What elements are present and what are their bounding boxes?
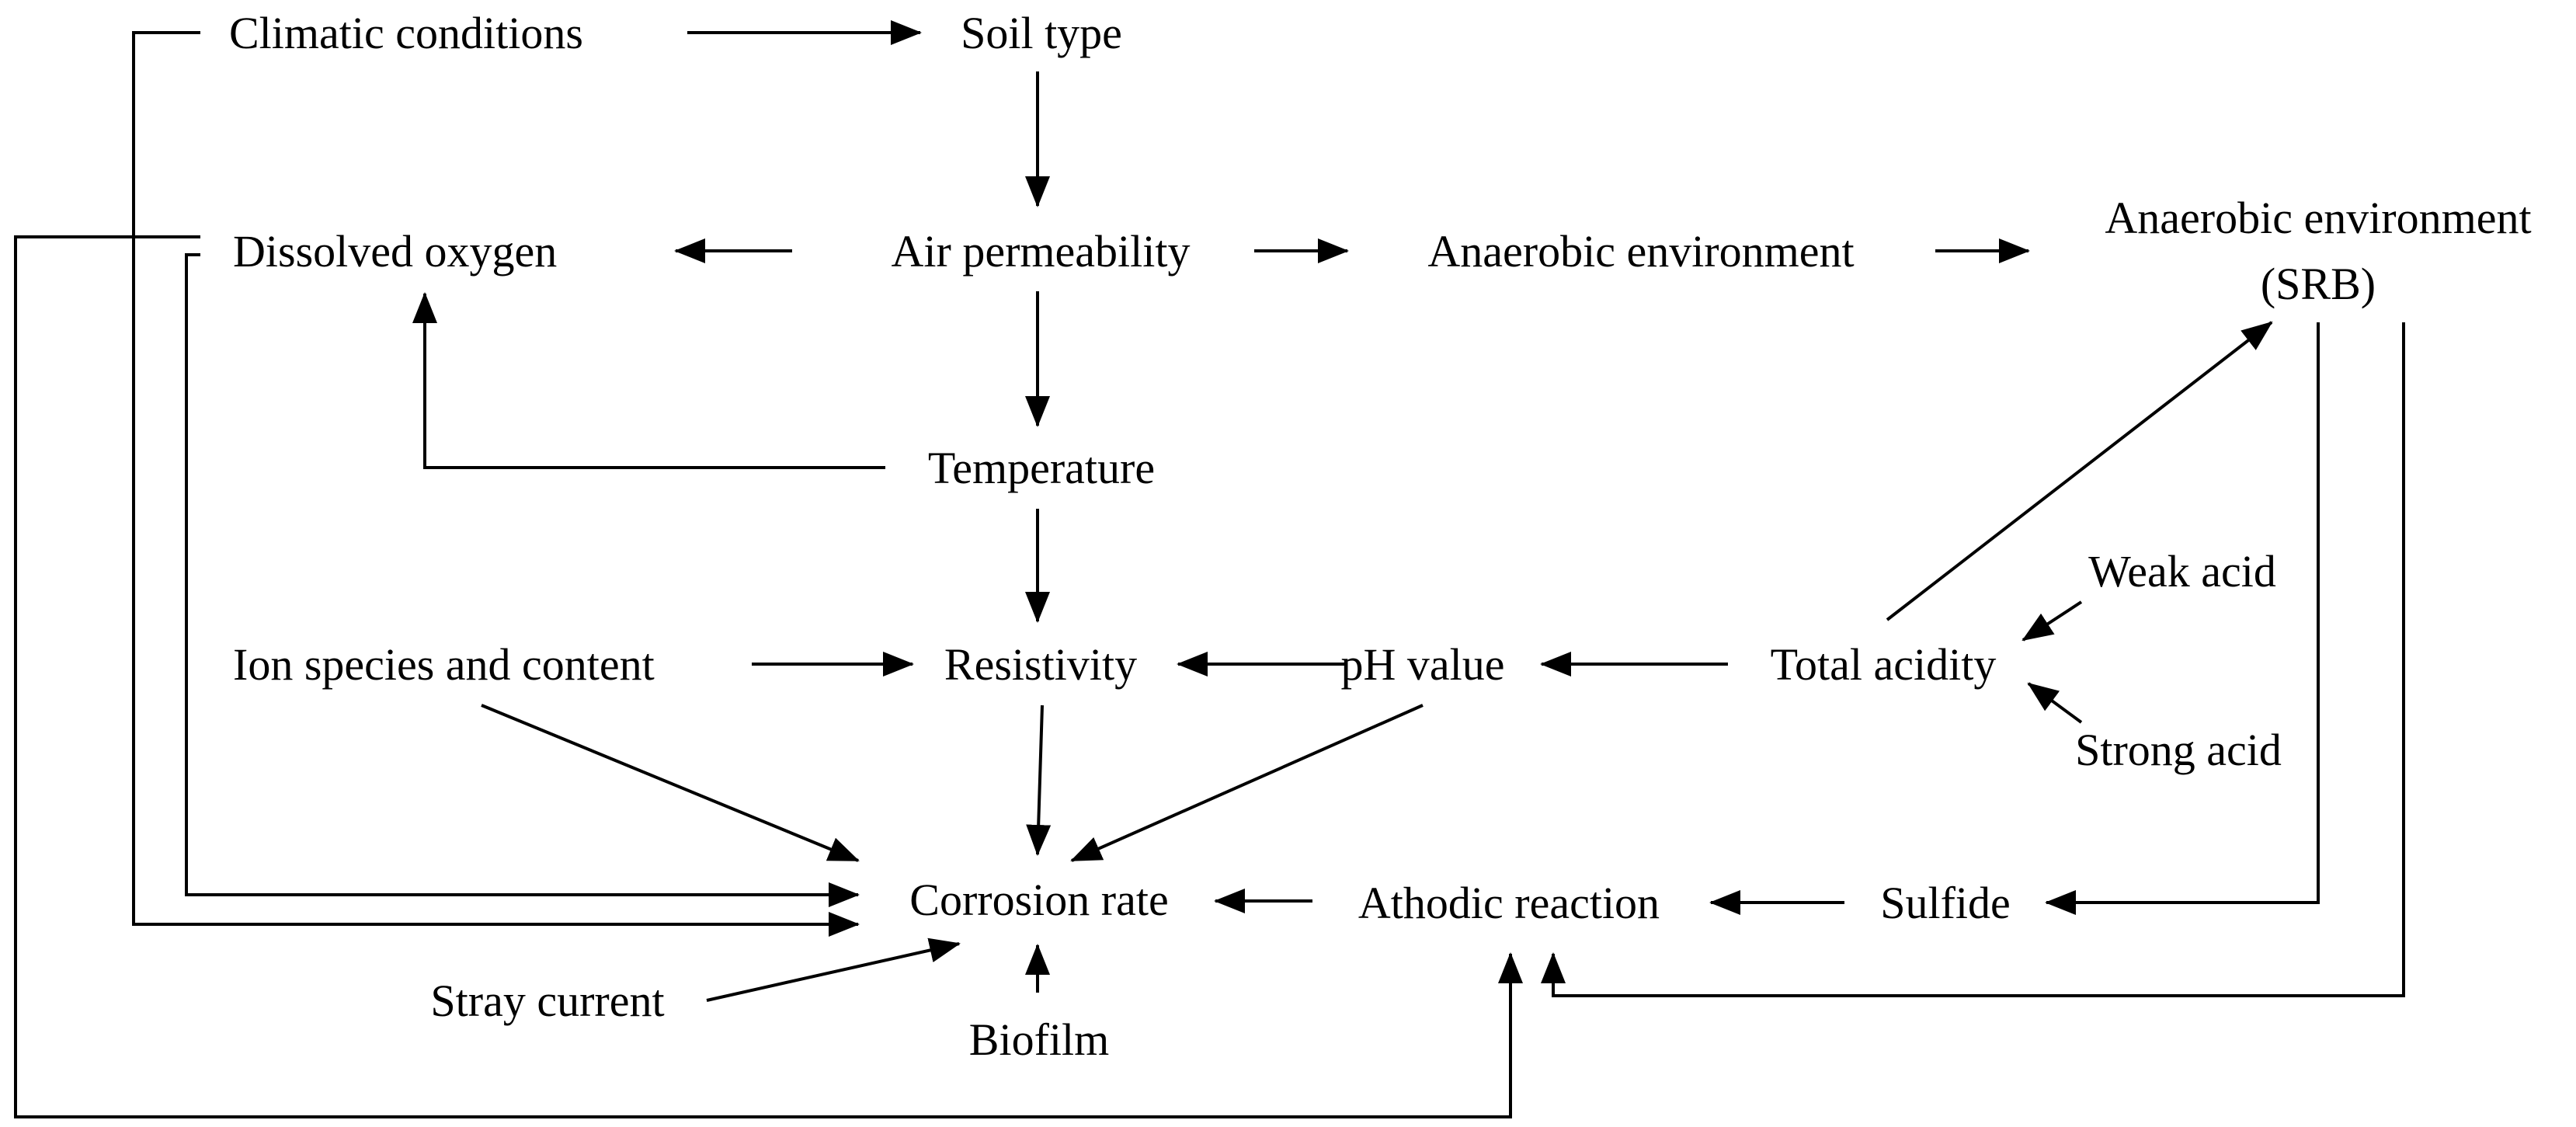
node-strong-acid: Strong acid [2075, 725, 2282, 775]
node-biofilm: Biofilm [969, 1014, 1109, 1065]
node-resistivity: Resistivity [944, 639, 1137, 690]
node-corrosion-rate: Corrosion rate [909, 875, 1168, 925]
node-air-permeability: Air permeability [892, 226, 1191, 277]
edge-resistivity-to-corrosion-rate [1026, 704, 1052, 856]
edge-strong-acid-to-total-acidity [2027, 682, 2083, 724]
edge-dissolved-oxygen-to-corrosion-rate [185, 253, 860, 907]
edge-stray-current-to-corrosion-rate [706, 937, 961, 1002]
nodes: Climatic conditions Soil type Dissolved … [229, 8, 2532, 1065]
node-ph-value: pH value [1341, 639, 1505, 690]
node-anaerobic-environment: Anaerobic environment [1427, 226, 1854, 277]
node-soil-type: Soil type [961, 8, 1122, 58]
node-sulfide: Sulfide [1880, 878, 2011, 928]
edge-temperature-to-dissolved-oxygen [412, 292, 885, 469]
edge-dissolved-oxygen-to-athodic-reaction [14, 235, 1523, 1118]
node-ion-species-and-content: Ion species and content [233, 639, 655, 690]
node-anaerobic-environment-srb-line1: Anaerobic environment [2105, 193, 2531, 243]
node-athodic-reaction: Athodic reaction [1358, 878, 1660, 928]
node-climatic-conditions: Climatic conditions [229, 8, 583, 58]
node-weak-acid: Weak acid [2088, 546, 2276, 597]
edge-srb-to-sulfide [2045, 322, 2320, 915]
edge-total-acidity-to-srb [1886, 321, 2273, 621]
edge-weak-acid-to-total-acidity [2022, 600, 2083, 642]
node-total-acidity: Total acidity [1771, 639, 1997, 690]
node-stray-current: Stray current [430, 976, 664, 1026]
node-anaerobic-environment-srb-line2: (SRB) [2261, 259, 2376, 309]
edge-srb-to-athodic-reaction [1541, 322, 2405, 997]
node-dissolved-oxygen: Dissolved oxygen [233, 226, 557, 277]
edge-ph-value-to-corrosion-rate [1070, 704, 1424, 862]
edge-climatic-conditions-to-corrosion-rate [132, 31, 860, 937]
edge-ion-species-to-corrosion-rate [481, 704, 860, 862]
node-temperature: Temperature [928, 443, 1155, 493]
edges [14, 20, 2405, 1118]
